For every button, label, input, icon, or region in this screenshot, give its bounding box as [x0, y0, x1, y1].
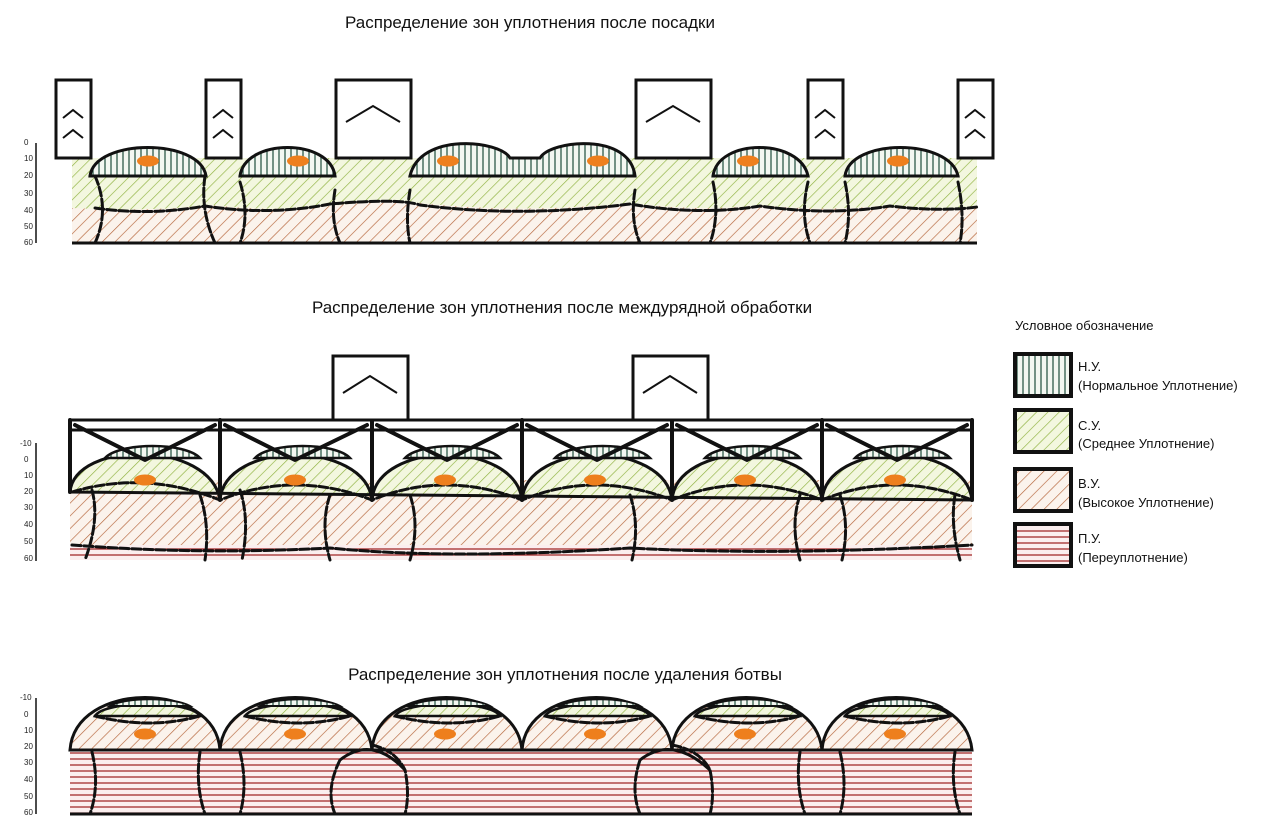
legend-item-overcompaction: П.У. (Переуплотнение) — [1013, 522, 1188, 568]
panel-2-tick: 40 — [24, 520, 33, 529]
panel-3-depth-axis: -10 0 10 20 30 40 50 60 — [20, 693, 37, 817]
panel-1-tick: 30 — [24, 189, 33, 198]
legend-name: (Нормальное Уплотнение) — [1078, 378, 1238, 393]
legend-title: Условное обозначение — [1015, 318, 1154, 333]
legend-item-normal: Н.У. (Нормальное Уплотнение) — [1013, 352, 1238, 398]
panel-2-tubers — [134, 474, 906, 486]
legend-name: (Переуплотнение) — [1078, 550, 1188, 565]
legend-swatch — [1013, 408, 1073, 454]
panel-2-tick: 60 — [24, 554, 33, 563]
panel-3-tick: 40 — [24, 775, 33, 784]
panel-2-tick: 20 — [24, 487, 33, 496]
panel-3-tick: 30 — [24, 758, 33, 767]
panel-1-tick: 60 — [24, 238, 33, 247]
panel-2-tick: -10 — [20, 439, 32, 448]
legend-swatch — [1013, 467, 1073, 513]
panel-3-tick: 0 — [24, 710, 29, 719]
panel-1-title: Распределение зон уплотнения после посад… — [345, 13, 715, 32]
panel-2-depth-axis: -10 0 10 20 30 40 50 60 — [20, 439, 37, 563]
panel-1-tick: 10 — [24, 154, 33, 163]
panel-2-tick: 30 — [24, 503, 33, 512]
legend-swatch — [1013, 352, 1073, 398]
panel-2-soil-profile — [68, 354, 974, 562]
panel-2-tick: 0 — [24, 455, 29, 464]
panel-2-tick: 50 — [24, 537, 33, 546]
legend-name: (Среднее Уплотнение) — [1078, 436, 1214, 451]
panel-1-tubers — [137, 155, 909, 167]
panel-2-cultivator-frame — [68, 354, 974, 502]
panel-1-tick: 50 — [24, 222, 33, 231]
panel-1-tractor-wheels — [54, 78, 995, 160]
legend-name: (Высокое Уплотнение) — [1078, 495, 1214, 510]
panel-1-tick: 40 — [24, 206, 33, 215]
panel-3-tick: 10 — [24, 726, 33, 735]
panel-after-inter-row-cultivation: Распределение зон уплотнения после между… — [20, 298, 974, 563]
panel-3-zone-boundaries — [70, 714, 974, 816]
legend-abbr: С.У. — [1078, 418, 1101, 433]
legend-abbr: П.У. — [1078, 531, 1101, 546]
panel-3-ridges — [68, 696, 974, 752]
panel-1-depth-axis: 0 10 20 30 40 50 60 — [24, 138, 37, 247]
panel-3-soil-profile — [68, 696, 974, 816]
legend-item-medium: С.У. (Среднее Уплотнение) — [1013, 408, 1214, 454]
legend-abbr: Н.У. — [1078, 359, 1101, 374]
legend-abbr: В.У. — [1078, 476, 1100, 491]
panel-2-tick: 10 — [24, 471, 33, 480]
legend-swatch — [1013, 522, 1073, 568]
panel-2-title: Распределение зон уплотнения после между… — [312, 298, 812, 317]
legend-item-high: В.У. (Высокое Уплотнение) — [1013, 467, 1214, 513]
panel-1-soil-profile — [54, 78, 995, 245]
panel-3-tick: 60 — [24, 808, 33, 817]
panel-1-tick: 20 — [24, 171, 33, 180]
panel-1-zone-boundaries — [88, 174, 979, 245]
panel-3-tick: 50 — [24, 792, 33, 801]
panel-3-tick: 20 — [24, 742, 33, 751]
panel-after-haulm-removal: Распределение зон уплотнения после удале… — [20, 665, 974, 817]
panel-after-planting: Распределение зон уплотнения после посад… — [24, 13, 995, 247]
legend: Условное обозначение Н.У. (Нормальное Уп… — [1013, 318, 1238, 568]
panel-3-tubers — [134, 728, 906, 740]
panel-3-title: Распределение зон уплотнения после удале… — [348, 665, 782, 684]
panel-3-overcompaction-zone — [70, 750, 972, 814]
panel-1-tick: 0 — [24, 138, 29, 147]
panel-3-tick: -10 — [20, 693, 32, 702]
